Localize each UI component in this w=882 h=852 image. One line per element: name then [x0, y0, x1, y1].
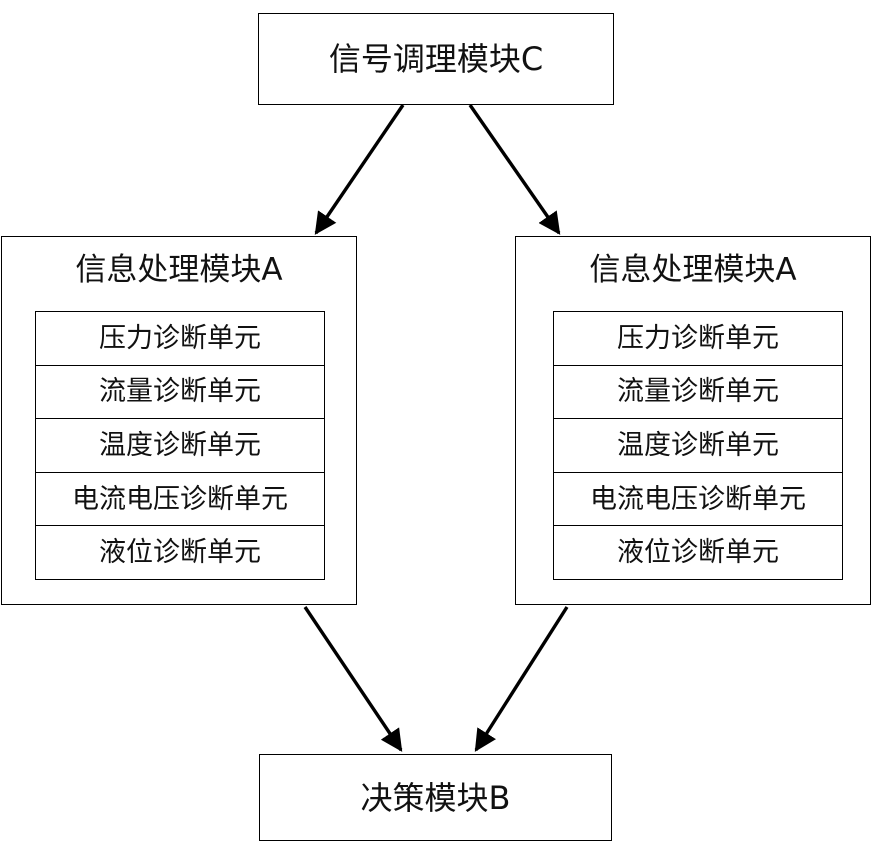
- unit-row[interactable]: 液位诊断单元: [617, 537, 779, 569]
- decision-module-label: 决策模块B: [360, 778, 511, 817]
- processing-module-right-title: 信息处理模块A: [589, 252, 797, 288]
- unit-row[interactable]: 液位诊断单元: [99, 537, 261, 569]
- processing-module-left-title: 信息处理模块A: [75, 252, 283, 288]
- processing-module-right-unit-list: 压力诊断单元 流量诊断单元 温度诊断单元 电流电压诊断单元 液位诊断单元: [553, 311, 843, 580]
- connector-signal-to-left-processing: [314, 104, 405, 235]
- connector-left-processing-to-decision: [303, 606, 403, 752]
- unit-row[interactable]: 电流电压诊断单元: [554, 473, 842, 527]
- unit-row[interactable]: 电流电压诊断单元: [36, 473, 324, 527]
- connector-signal-to-right-processing: [468, 104, 561, 235]
- unit-row[interactable]: 温度诊断单元: [554, 419, 842, 473]
- unit-row[interactable]: 温度诊断单元: [36, 419, 324, 473]
- signal-conditioning-module-label: 信号调理模块C: [328, 40, 544, 78]
- processing-module-left-box[interactable]: 信息处理模块A 压力诊断单元 流量诊断单元 温度诊断单元 电流电压诊断单元 液位…: [1, 236, 357, 605]
- connector-right-processing-to-decision: [474, 606, 569, 752]
- signal-conditioning-module-box[interactable]: 信号调理模块C: [258, 13, 614, 105]
- decision-module-box[interactable]: 决策模块B: [259, 754, 612, 841]
- unit-row[interactable]: 压力诊断单元: [554, 312, 842, 366]
- processing-module-left-unit-list: 压力诊断单元 流量诊断单元 温度诊断单元 电流电压诊断单元 液位诊断单元: [35, 311, 325, 580]
- unit-row[interactable]: 流量诊断单元: [554, 366, 842, 420]
- unit-row[interactable]: 压力诊断单元: [36, 312, 324, 366]
- processing-module-right-box[interactable]: 信息处理模块A 压力诊断单元 流量诊断单元 温度诊断单元 电流电压诊断单元 液位…: [515, 236, 871, 605]
- unit-row[interactable]: 流量诊断单元: [36, 366, 324, 420]
